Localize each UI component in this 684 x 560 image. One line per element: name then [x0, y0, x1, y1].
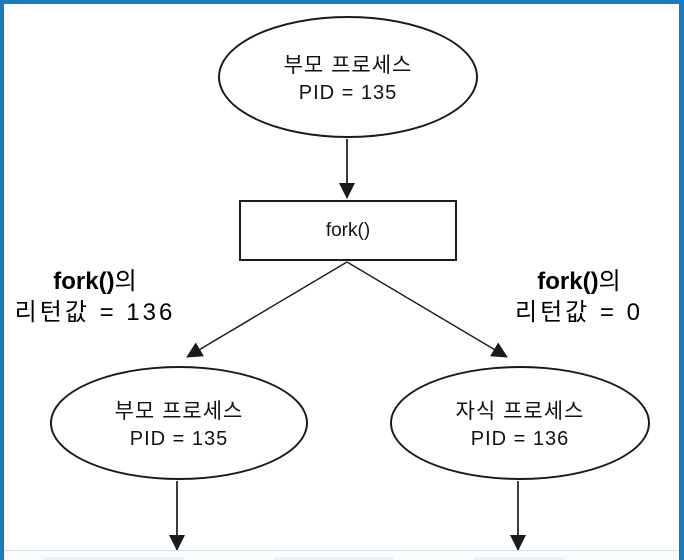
fork-label: fork()	[325, 219, 371, 241]
process-pid: PID = 135	[129, 428, 229, 450]
faint-segment	[274, 557, 394, 560]
process-name: 자식 프로세스	[455, 400, 585, 423]
process-name: 부모 프로세스	[283, 54, 413, 77]
child-process-node: 자식 프로세스 PID = 136	[390, 366, 650, 480]
fork-call-box: fork()	[239, 200, 457, 261]
faint-segment	[474, 557, 564, 560]
return-label-line1: fork()의	[53, 268, 137, 295]
faint-segment	[44, 557, 184, 560]
return-label-line2: 리턴값 = 0	[515, 299, 643, 326]
return-label-line2: 리턴값 = 136	[14, 299, 176, 326]
return-value-label-right: fork()의 리턴값 = 0	[482, 266, 676, 328]
parent-process-node-top: 부모 프로세스 PID = 135	[218, 16, 478, 138]
process-pid: PID = 135	[298, 82, 398, 104]
arrow-fork-to-parent	[186, 261, 348, 358]
parent-process-node-bottom: 부모 프로세스 PID = 135	[50, 366, 308, 480]
bottom-edge-strip	[4, 550, 679, 560]
return-label-line1: fork()의	[537, 268, 621, 295]
process-name: 부모 프로세스	[114, 400, 244, 423]
return-value-label-left: fork()의 리턴값 = 136	[4, 266, 202, 328]
process-pid: PID = 136	[470, 428, 570, 450]
